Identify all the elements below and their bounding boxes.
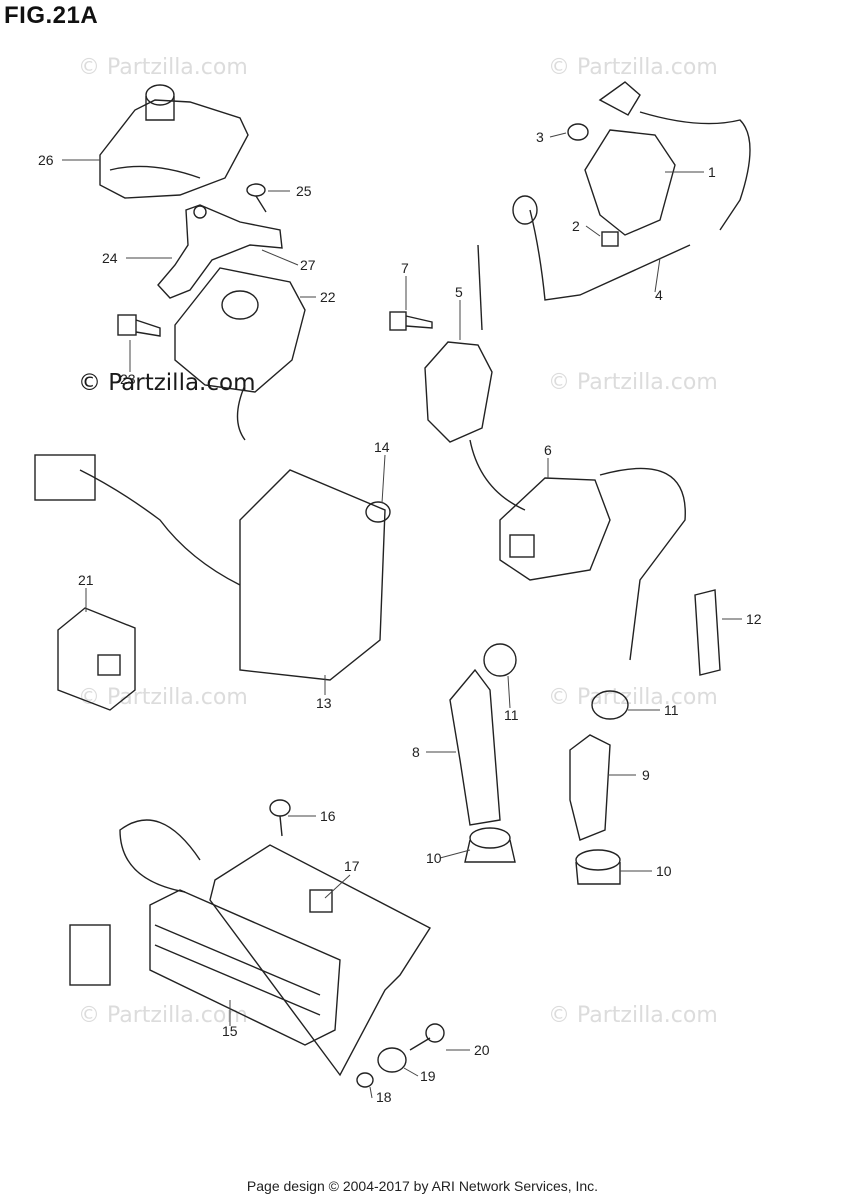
coil-part-5[interactable] bbox=[424, 244, 493, 443]
callout-5: 5 bbox=[455, 284, 463, 300]
bolt-part-14[interactable] bbox=[365, 501, 391, 523]
watermark: © Partzilla.com bbox=[548, 1003, 718, 1028]
callout-24: 24 bbox=[102, 250, 118, 266]
collar-part-18[interactable] bbox=[356, 1072, 374, 1088]
callout-23: 23 bbox=[120, 371, 136, 387]
watermark: © Partzilla.com bbox=[78, 55, 248, 80]
watermark: © Partzilla.com bbox=[78, 685, 248, 710]
callout-27: 27 bbox=[300, 257, 316, 273]
callout-13: 13 bbox=[316, 695, 332, 711]
cdi-unit-part-13[interactable] bbox=[34, 454, 386, 681]
callout-16: 16 bbox=[320, 808, 336, 824]
cable-part-4[interactable] bbox=[512, 195, 691, 301]
callout-numbers: 26 25 24 27 22 23 1 3 2 4 7 5 6 14 21 13… bbox=[38, 129, 762, 1105]
bolt-part-20[interactable] bbox=[409, 1023, 445, 1051]
callout-11: 11 bbox=[664, 702, 679, 718]
callout-10: 10 bbox=[426, 850, 442, 866]
footer-copyright: Page design © 2004-2017 by ARI Network S… bbox=[246, 1178, 599, 1194]
callout-26: 26 bbox=[38, 152, 54, 168]
plug-cap-part-8[interactable] bbox=[449, 668, 501, 826]
callout-8: 8 bbox=[412, 744, 420, 760]
figure-title: FIG.21A bbox=[4, 2, 99, 29]
callout-3: 3 bbox=[536, 129, 544, 145]
callout-25: 25 bbox=[296, 183, 312, 199]
callout-4: 4 bbox=[655, 287, 663, 303]
bolt-part-7[interactable] bbox=[389, 311, 433, 331]
screw-part-25[interactable] bbox=[246, 183, 267, 213]
bolt-part-16[interactable] bbox=[269, 799, 291, 837]
callout-15: 15 bbox=[222, 1023, 238, 1039]
cap-part-10b[interactable] bbox=[575, 849, 621, 885]
callout-22: 22 bbox=[320, 289, 336, 305]
callout-9: 9 bbox=[642, 767, 650, 783]
plug-cap-part-9[interactable] bbox=[569, 734, 611, 841]
callout-leaders bbox=[62, 132, 742, 1099]
cap-part-10a[interactable] bbox=[464, 827, 516, 863]
callout-12: 12 bbox=[746, 611, 762, 627]
watermark: © Partzilla.com bbox=[548, 370, 718, 395]
callout-2: 2 bbox=[572, 218, 580, 234]
callout-21: 21 bbox=[78, 572, 94, 588]
grommet-part-19[interactable] bbox=[377, 1047, 407, 1073]
bolt-part-23[interactable] bbox=[117, 314, 161, 337]
callout-18: 18 bbox=[376, 1089, 392, 1105]
callout-11: 11 bbox=[504, 707, 519, 723]
bracket-part-24[interactable] bbox=[157, 204, 283, 299]
regulator-part-15[interactable] bbox=[69, 819, 341, 1046]
callout-6: 6 bbox=[544, 442, 552, 458]
watermark: © Partzilla.com bbox=[548, 55, 718, 80]
clip-part-12[interactable] bbox=[694, 589, 721, 676]
nut-part-3[interactable] bbox=[567, 123, 589, 141]
ignition-coil-part-6[interactable] bbox=[469, 439, 686, 661]
callout-7: 7 bbox=[401, 260, 409, 276]
grommet-part-11a[interactable] bbox=[483, 643, 517, 677]
callout-10: 10 bbox=[656, 863, 672, 879]
callout-14: 14 bbox=[374, 439, 390, 455]
switch-assembly-part-1[interactable] bbox=[584, 81, 751, 236]
callout-17: 17 bbox=[344, 858, 360, 874]
sensor-housing-part-22[interactable] bbox=[174, 267, 306, 441]
watermark: © Partzilla.com bbox=[548, 685, 718, 710]
screw-part-2[interactable] bbox=[601, 231, 619, 247]
callout-19: 19 bbox=[420, 1068, 436, 1084]
bracket-part-17[interactable] bbox=[209, 844, 432, 1077]
callout-20: 20 bbox=[474, 1042, 490, 1058]
relay-part-21[interactable] bbox=[57, 607, 136, 711]
watermark: © Partzilla.com bbox=[78, 1003, 248, 1028]
boot-cover-part-26[interactable] bbox=[99, 84, 249, 199]
grommet-part-11b[interactable] bbox=[591, 690, 629, 720]
watermark-dark: © Partzilla.com bbox=[78, 370, 256, 396]
callout-1: 1 bbox=[708, 164, 716, 180]
